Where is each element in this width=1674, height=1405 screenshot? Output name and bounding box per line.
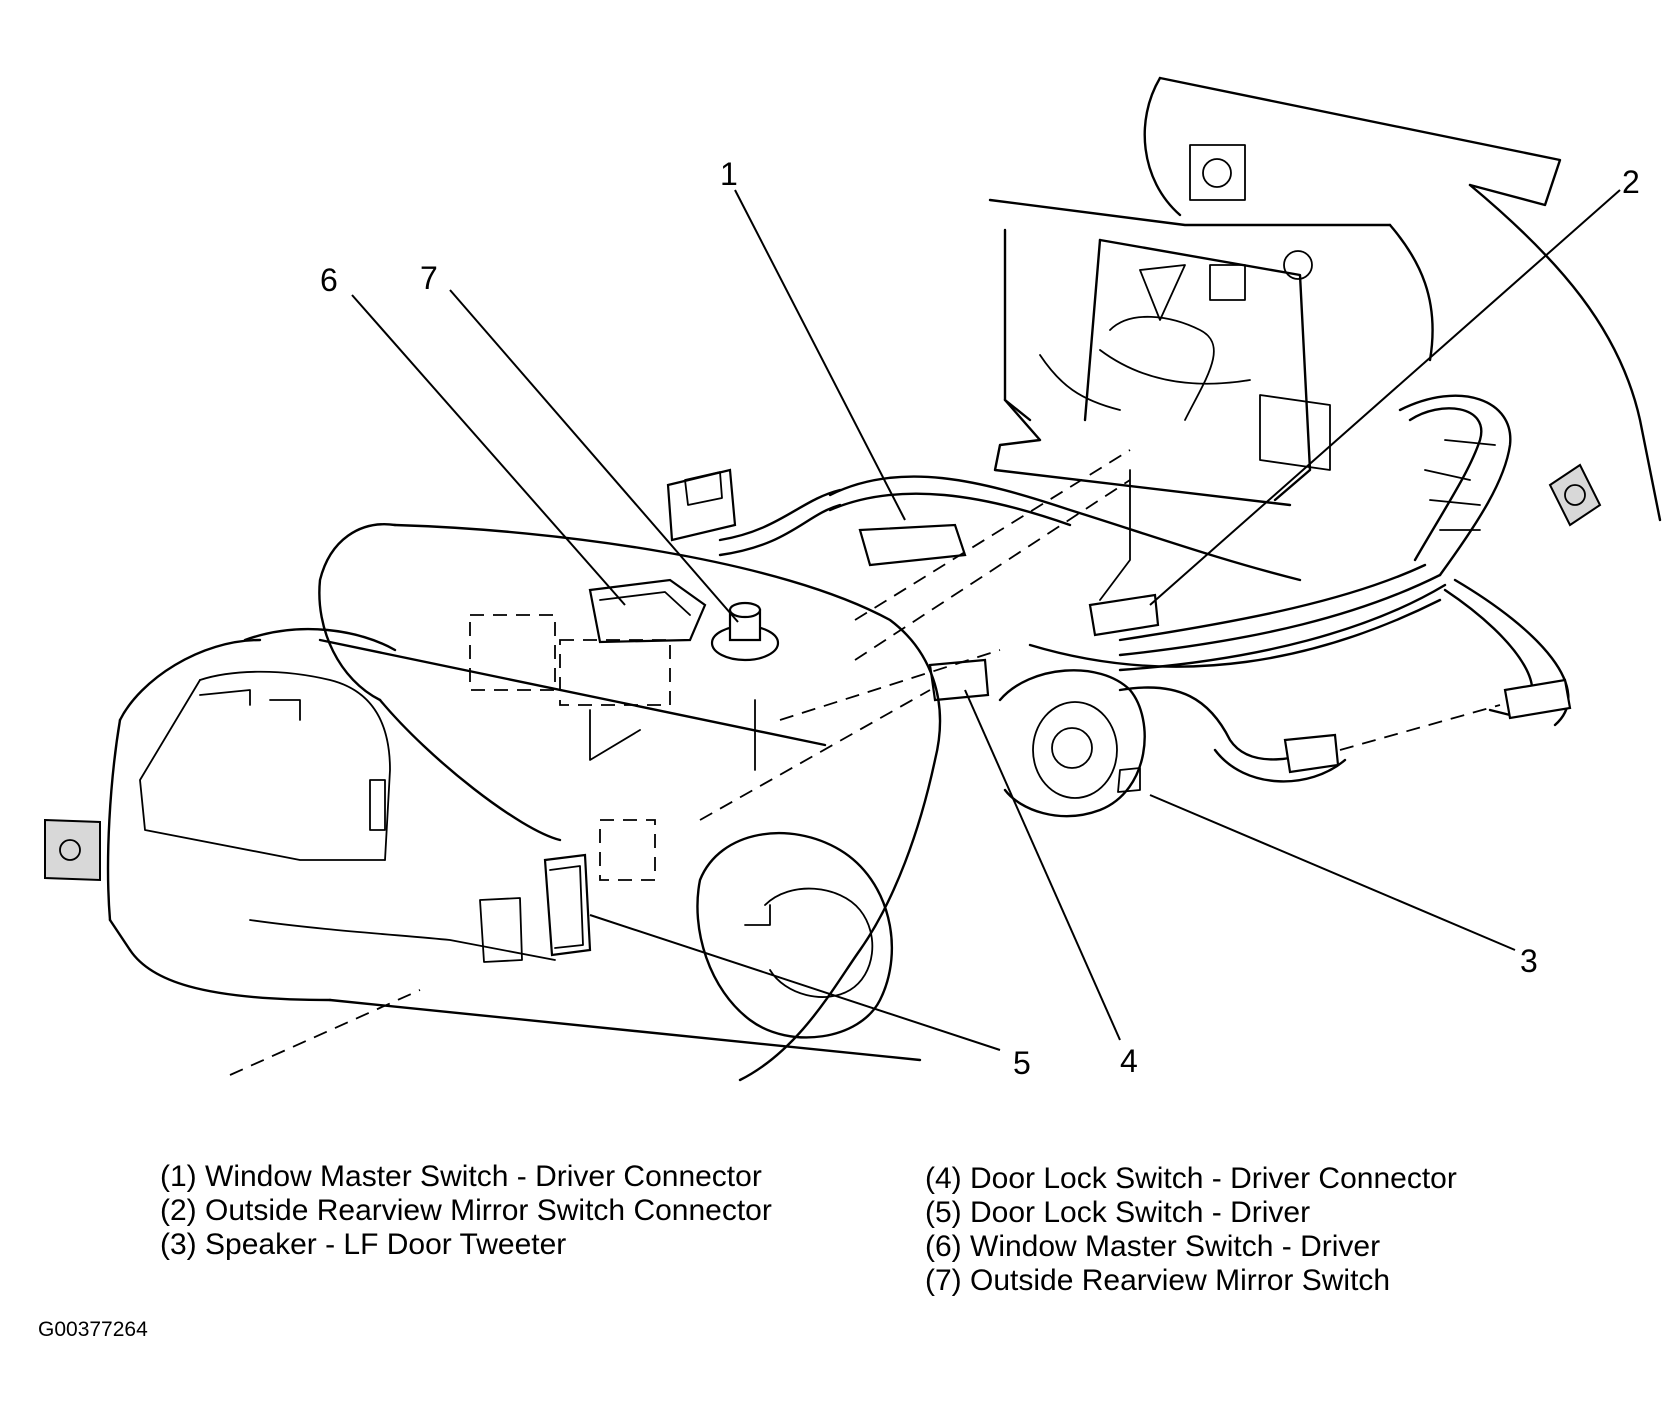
- armrest-switch-panel: [44, 523, 942, 1082]
- legend-item-3: (3) Speaker - LF Door Tweeter: [160, 1228, 567, 1261]
- callout-7: 7: [420, 260, 438, 296]
- tweeter-connector-male: [1503, 678, 1572, 720]
- door-lock-switch: [543, 853, 592, 957]
- connectors: [666, 468, 1572, 774]
- legend-item-2: (2) Outside Rearview Mirror Switch Conne…: [160, 1194, 772, 1227]
- callout-2: 2: [1622, 164, 1640, 200]
- legend-item-4: (4) Door Lock Switch - Driver Connector: [925, 1162, 1457, 1195]
- legend-item-7: (7) Outside Rearview Mirror Switch: [925, 1264, 1391, 1297]
- figure-id: G00377264: [38, 1318, 148, 1341]
- harness-connector-loose: [666, 468, 737, 542]
- callout-1: 1: [720, 156, 738, 192]
- window-master-switch: [588, 578, 707, 644]
- mirror-switch-connector: [1088, 593, 1160, 637]
- mounting-tab-left: [44, 818, 101, 882]
- tweeter-speaker: [998, 669, 1146, 818]
- assembly-lines: [229, 449, 1501, 1076]
- leader-lines: [351, 189, 1621, 1051]
- legend-item-1: (1) Window Master Switch - Driver Connec…: [160, 1160, 762, 1193]
- legend-item-5: (5) Door Lock Switch - Driver: [925, 1196, 1311, 1229]
- wiring-harness: [718, 394, 1570, 783]
- callout-5: 5: [1013, 1045, 1031, 1081]
- callout-4: 4: [1120, 1043, 1138, 1079]
- callout-3: 3: [1520, 943, 1538, 979]
- callout-6: 6: [320, 262, 338, 298]
- legend-item-6: (6) Window Master Switch - Driver: [925, 1230, 1381, 1263]
- window-switch-connector: [858, 523, 967, 567]
- legend-left: (1) Window Master Switch - Driver Connec…: [160, 1160, 772, 1262]
- door-lock-switch-connector: [928, 658, 990, 702]
- door-trim-panel-exploded-drawing: [44, 76, 1662, 1082]
- legend-right: (4) Door Lock Switch - Driver Connector …: [925, 1162, 1457, 1298]
- door-inner-frame: [988, 76, 1662, 527]
- tweeter-connector-female: [1283, 733, 1340, 774]
